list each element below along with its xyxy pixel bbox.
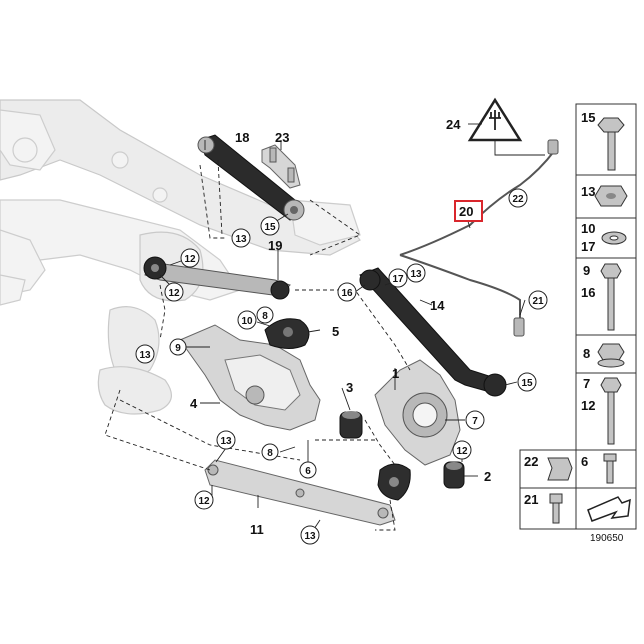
circled-callout-9: 9 [169,338,187,356]
small-bolt-icon [603,453,617,484]
circled-callout-13a: 13 [231,228,251,248]
svg-text:22: 22 [512,194,524,205]
circled-callout-8a: 8 [256,306,274,324]
circled-callout-8b: 8 [261,443,279,461]
circled-callout-17: 17 [388,268,408,288]
circled-callout-21: 21 [528,290,548,310]
direction-arrow-icon [587,496,631,522]
svg-text:15: 15 [521,378,533,389]
panel-label-15: 15 [581,110,595,125]
panel-label-8: 8 [583,346,590,361]
circled-callout-15a: 15 [260,216,280,236]
circled-callout-12c: 12 [452,440,472,460]
washer-icon [601,231,627,245]
svg-text:12: 12 [184,254,196,265]
lower-knuckle [377,463,411,501]
circled-callout-22: 22 [508,188,528,208]
circled-callouts: 15 13 12 12 13 9 10 8 16 17 13 22 21 15 … [135,188,548,545]
svg-text:13: 13 [304,531,316,542]
callout-20-highlight[interactable]: 20 [454,200,483,222]
panel-label-22: 22 [524,454,538,469]
callout-11: 11 [250,522,264,537]
tension-strut [204,459,396,526]
callout-20: 20 [459,204,473,219]
screw-icon [549,493,563,524]
panel-label-16: 16 [581,285,595,300]
svg-text:13: 13 [235,234,247,245]
rubber-mount [264,318,310,349]
circled-callout-7: 7 [465,410,485,430]
panel-label-12: 12 [581,398,595,413]
svg-text:16: 16 [341,288,353,299]
svg-text:13: 13 [220,436,232,447]
callout-3: 3 [346,380,353,395]
callout-19: 19 [268,238,282,253]
svg-text:12: 12 [456,446,468,457]
circled-callout-13c: 13 [406,263,426,283]
callout-1: 1 [392,366,399,381]
upper-control-arm [197,134,305,221]
svg-text:12: 12 [198,496,210,507]
svg-text:8: 8 [262,311,268,322]
clip-icon [547,457,573,481]
svg-text:17: 17 [392,274,404,285]
circled-callout-12d: 12 [194,490,214,510]
rear-subframe-ghost [0,99,361,415]
circled-callout-13e: 13 [300,525,320,545]
callout-14: 14 [430,298,445,313]
callout-24: 24 [446,117,461,132]
svg-text:12: 12 [168,288,180,299]
circled-callout-12a: 12 [180,248,200,268]
long-bolt-icon [600,377,622,445]
toe-link [359,267,507,397]
circled-callout-13b: 13 [135,344,155,364]
panel-label-6: 6 [581,454,588,469]
warning-triangle-icon [467,97,523,142]
svg-text:13: 13 [410,269,422,280]
callout-2: 2 [484,469,491,484]
circled-callout-15b: 15 [517,372,537,392]
flange-bolt-icon [597,117,625,171]
panel-label-10: 10 [581,221,595,236]
svg-text:15: 15 [264,222,276,233]
panel-label-21: 21 [524,492,538,507]
diagram-id: 190650 [590,533,624,544]
svg-text:8: 8 [267,448,273,459]
circled-callout-12b: 12 [164,282,184,302]
flange-nut-icon [597,343,625,368]
circled-callout-10: 10 [237,310,257,330]
panel-label-9: 9 [583,263,590,278]
svg-text:21: 21 [532,296,544,307]
callout-18: 18 [235,130,249,145]
wear-sensor-cable [399,139,559,337]
callout-5: 5 [332,324,339,339]
callout-4: 4 [190,396,198,411]
nut-icon [594,185,628,207]
sensor-bracket [261,144,301,189]
callout-23: 23 [275,130,289,145]
circled-callout-16: 16 [337,282,357,302]
hex-bolt-icon [600,263,622,331]
bushing-3 [339,411,363,439]
hardware-panel: 15 13 10 17 9 16 8 7 12 [519,103,637,530]
svg-text:7: 7 [472,416,478,427]
circled-callout-6: 6 [299,461,317,479]
wishbone-lower-arm [179,324,321,431]
lateral-arm [143,256,291,300]
wheel-carrier [374,359,461,466]
panel-label-7: 7 [583,376,590,391]
panel-label-17: 17 [581,239,595,254]
svg-text:13: 13 [139,350,151,361]
panel-label-13: 13 [581,184,595,199]
svg-text:9: 9 [175,343,181,354]
svg-text:10: 10 [241,316,253,327]
bushing-2 [443,461,465,489]
svg-text:6: 6 [305,466,311,477]
circled-callout-13d: 13 [216,430,236,450]
